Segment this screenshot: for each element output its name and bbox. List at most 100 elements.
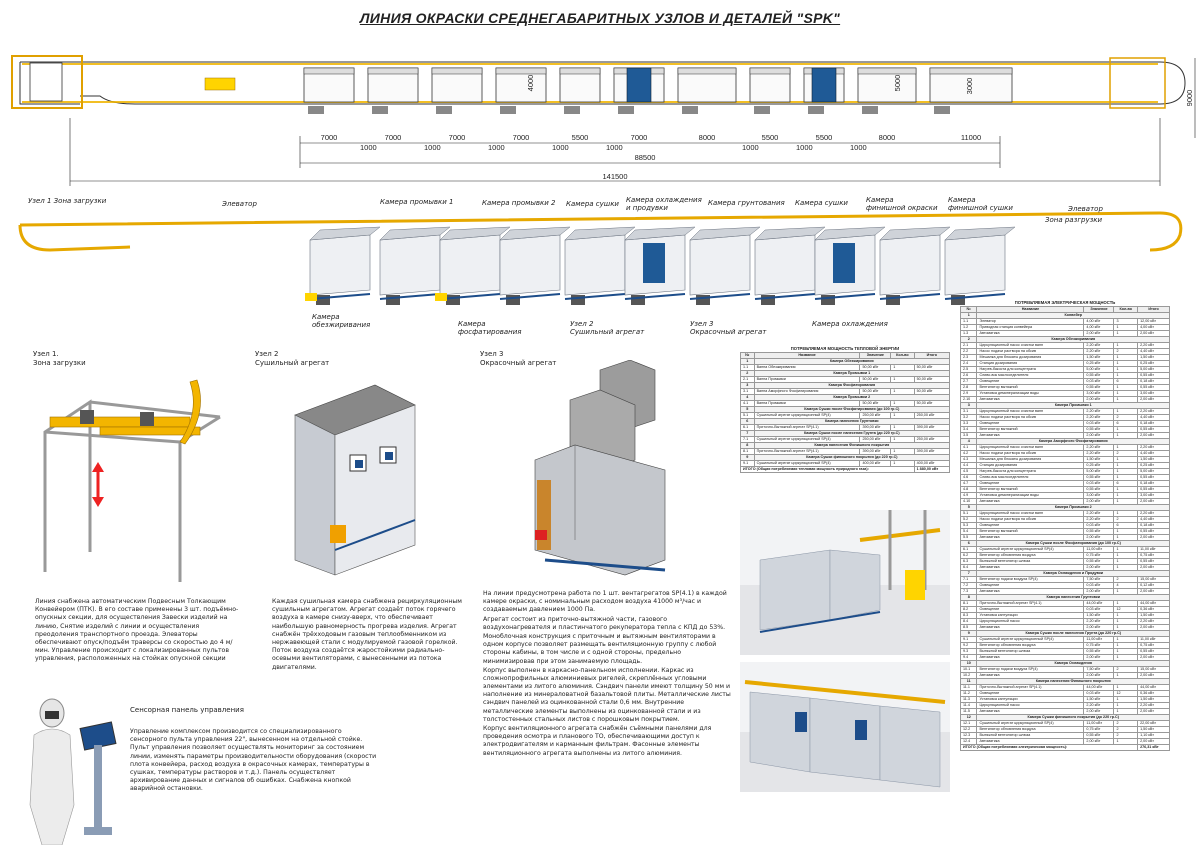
plan-camera [677, 67, 737, 114]
paint-text-p5: Корпус вентиляционного агрегата снабжён … [483, 725, 712, 757]
label-phosphate: Камера фосфатирования [458, 320, 522, 336]
render-photo-2 [740, 662, 950, 792]
heat-table: ПОТРЕБЛЯЕМАЯ МОЩНОСТЬ ТЕПЛОВОЙ ЭНЕРГИИ №… [740, 346, 951, 473]
iso-view [18, 211, 1183, 305]
gap-length: 1000 [424, 143, 441, 152]
plan-camera [495, 67, 547, 114]
dim-4000: 4000 [526, 75, 535, 92]
dim-total-inner: 88500 [635, 153, 656, 162]
label-elevator1: Элеватор [222, 200, 257, 208]
plan-camera [929, 67, 1013, 114]
label-unload: Зона разгрузки [1045, 216, 1103, 224]
paint-text-p3: Моноблочная конструкция с приточным и вы… [483, 632, 717, 665]
gap-length: 1000 [742, 143, 759, 152]
plan-camera [367, 67, 419, 114]
iso-camera [944, 226, 1016, 305]
label-dry: Камера сушки [566, 200, 619, 208]
label-primer: Камера грунтования [708, 199, 785, 207]
dryer-illustration [294, 384, 416, 576]
segment-length: 5500 [816, 133, 833, 142]
paint-unit-illustration [534, 360, 666, 576]
label-wash1: Камера промывки 1 [380, 198, 454, 206]
segment-length: 5500 [572, 133, 589, 142]
label-unit2-iso: Узел 2 Сушильный агрегат [570, 320, 645, 336]
heat-table-title: ПОТРЕБЛЯЕМАЯ МОЩНОСТЬ ТЕПЛОВОЙ ЭНЕРГИИ [790, 346, 900, 351]
plan-camera [559, 67, 601, 114]
gap-length: 1000 [796, 143, 813, 152]
segment-length: 7000 [321, 133, 338, 142]
plan-view: 88500 141500 9000 4000 5000 3000 7000 100… [11, 55, 1196, 186]
loading-frame [11, 55, 83, 109]
plan-camera [303, 67, 355, 114]
iso-conveyor [19, 211, 1183, 252]
elevator-illustration [43, 379, 221, 582]
conveyor-text: Линия снабжена автоматическим Подвесным … [35, 598, 239, 663]
iso-camera [439, 226, 511, 305]
panel-text: Управление комплексом производится со сп… [130, 728, 377, 793]
label-cool-blow: Камера охлаждения и продувки [626, 196, 702, 212]
dim-total-outer: 141500 [602, 172, 627, 181]
gap-length: 1000 [552, 143, 569, 152]
segment-length: 8000 [699, 133, 716, 142]
plan-camera [803, 67, 845, 114]
gap-length: 1000 [850, 143, 867, 152]
label-unit3-iso: Узел 3 Окрасочный агрегат [690, 320, 767, 336]
paint-text-p1: На линии предусмотрена работа по 1 шт. в… [483, 590, 727, 614]
segment-length: 7000 [513, 133, 530, 142]
iso-camera [309, 226, 381, 305]
node2-title: Узел 2 Сушильный агрегат [255, 350, 330, 368]
label-degrease: Камера обезжиривания [312, 313, 371, 329]
label-finish-paint: Камера финишной окраски [866, 196, 938, 212]
label-elevator2: Элеватор [1068, 205, 1103, 213]
gap-length: 1000 [606, 143, 623, 152]
dim-9000: 9000 [1185, 90, 1194, 107]
label-finish-dry: Камера финишной сушки [948, 196, 1013, 212]
label-wash2: Камера промывки 2 [482, 199, 556, 207]
plan-camera [613, 67, 665, 114]
gap-length: 1000 [488, 143, 505, 152]
label-dry2: Камера сушки [795, 199, 848, 207]
dimension-lines [69, 58, 1196, 186]
render-photo-1 [740, 510, 950, 655]
yellow-pump [305, 293, 317, 301]
page-title: ЛИНИЯ ОКРАСКИ СРЕДНЕГАБАРИТНЫХ УЗЛОВ И Д… [359, 10, 841, 26]
dryer-text: Каждая сушильная камера снабжена рецирку… [272, 598, 462, 671]
power-table-title: ПОТРЕБЛЯЕМАЯ ЭЛЕКТРИЧЕСКАЯ МОЩНОСТЬ [1014, 300, 1116, 305]
plan-camera [749, 67, 791, 114]
iso-camera [879, 226, 951, 305]
iso-camera [814, 226, 886, 305]
table-total-row: ИТОГО (Общая потребляемая электрическая … [959, 744, 1170, 751]
node1-title: Узел 1. Зона загрузки [33, 350, 86, 368]
dim-5000: 5000 [893, 75, 902, 92]
segment-length: 11000 [961, 133, 981, 142]
yellow-pump [435, 293, 447, 301]
iso-camera [499, 226, 571, 305]
segment-length: 7000 [631, 133, 648, 142]
plan-loading [204, 77, 236, 91]
segment-length: 7000 [385, 133, 402, 142]
table-total-row: ИТОГО (Общая потребляемая тепловая мощно… [740, 466, 951, 473]
segment-length: 8000 [879, 133, 896, 142]
panel-title: Сенсорная панель управления [130, 706, 244, 714]
gap-length: 1000 [360, 143, 377, 152]
dim-3000: 3000 [965, 78, 974, 95]
unloading-frame [1109, 57, 1166, 109]
plan-camera [431, 67, 483, 114]
iso-camera [624, 226, 696, 305]
paint-text: На линии предусмотрена работа по 1 шт. в… [483, 590, 733, 759]
paint-text-p2: Агрегат состоит из приточно-вытяжной час… [483, 615, 726, 631]
iso-camera [564, 226, 636, 305]
node3-title: Узел 3 Окрасочный агрегат [480, 350, 557, 368]
